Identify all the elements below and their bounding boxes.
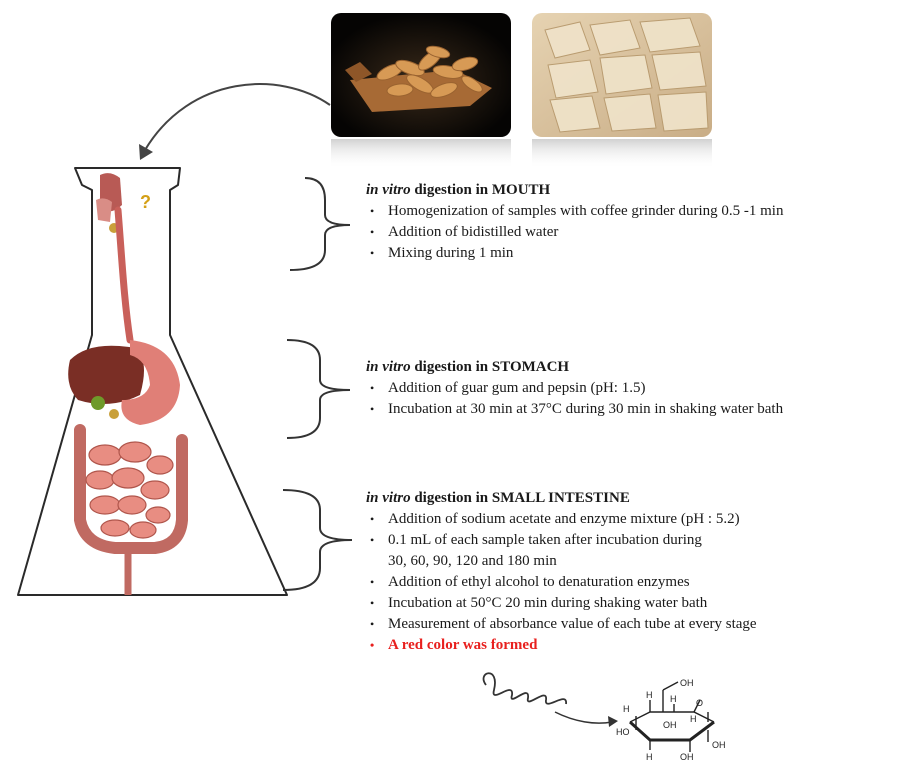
step-item: Addition of ethyl alcohol to denaturatio… xyxy=(366,572,906,593)
step-item-highlight: A red color was formed xyxy=(366,635,906,656)
step-item: Addition of guar gum and pepsin (pH: 1.5… xyxy=(366,378,906,399)
stage-small-intestine: in vitro digestion in SMALL INTESTINE Ad… xyxy=(366,488,716,656)
steps-mouth: Homogenization of samples with coffee gr… xyxy=(366,201,906,264)
stage-title-stomach: in vitro digestion in STOMACH xyxy=(366,357,906,378)
mol-label-ring-o: O xyxy=(696,698,703,708)
mol-label-oh-top: OH xyxy=(680,678,694,688)
mol-label-h-bottom: H xyxy=(690,714,697,724)
mol-label-oh-mid: OH xyxy=(663,720,677,730)
mol-label-h-bottom-left: H xyxy=(646,752,653,762)
steps-stomach: Addition of guar gum and pepsin (pH: 1.5… xyxy=(366,378,906,420)
mol-label-ho-left: HO xyxy=(616,727,630,737)
stage-mouth: in vitro digestion in MOUTH Homogenizati… xyxy=(366,180,906,264)
step-item: Incubation at 30 min at 37°C during 30 m… xyxy=(366,399,906,420)
mol-label-h-right: H xyxy=(670,694,677,704)
stage-stomach: in vitro digestion in STOMACH Addition o… xyxy=(366,357,906,420)
step-item: Addition of sodium acetate and enzyme mi… xyxy=(366,509,906,530)
step-item: 0.1 mL of each sample taken after incuba… xyxy=(366,530,718,572)
step-item: Homogenization of samples with coffee gr… xyxy=(366,201,906,222)
stage-title-small-intestine: in vitro digestion in SMALL INTESTINE xyxy=(366,488,716,509)
mol-label-oh-bottom: OH xyxy=(680,752,694,762)
mol-label-oh-right: OH xyxy=(712,740,726,750)
step-item: Mixing during 1 min xyxy=(366,243,906,264)
stage-title-mouth: in vitro digestion in MOUTH xyxy=(366,180,906,201)
step-item: Measurement of absorbance value of each … xyxy=(366,614,906,635)
steps-small-intestine: Addition of sodium acetate and enzyme mi… xyxy=(366,509,906,656)
step-item: Incubation at 50°C 20 min during shaking… xyxy=(366,593,906,614)
mol-label-h-mid: H xyxy=(646,690,653,700)
step-item: Addition of bidistilled water xyxy=(366,222,906,243)
mol-label-h-left-top: H xyxy=(623,704,630,714)
